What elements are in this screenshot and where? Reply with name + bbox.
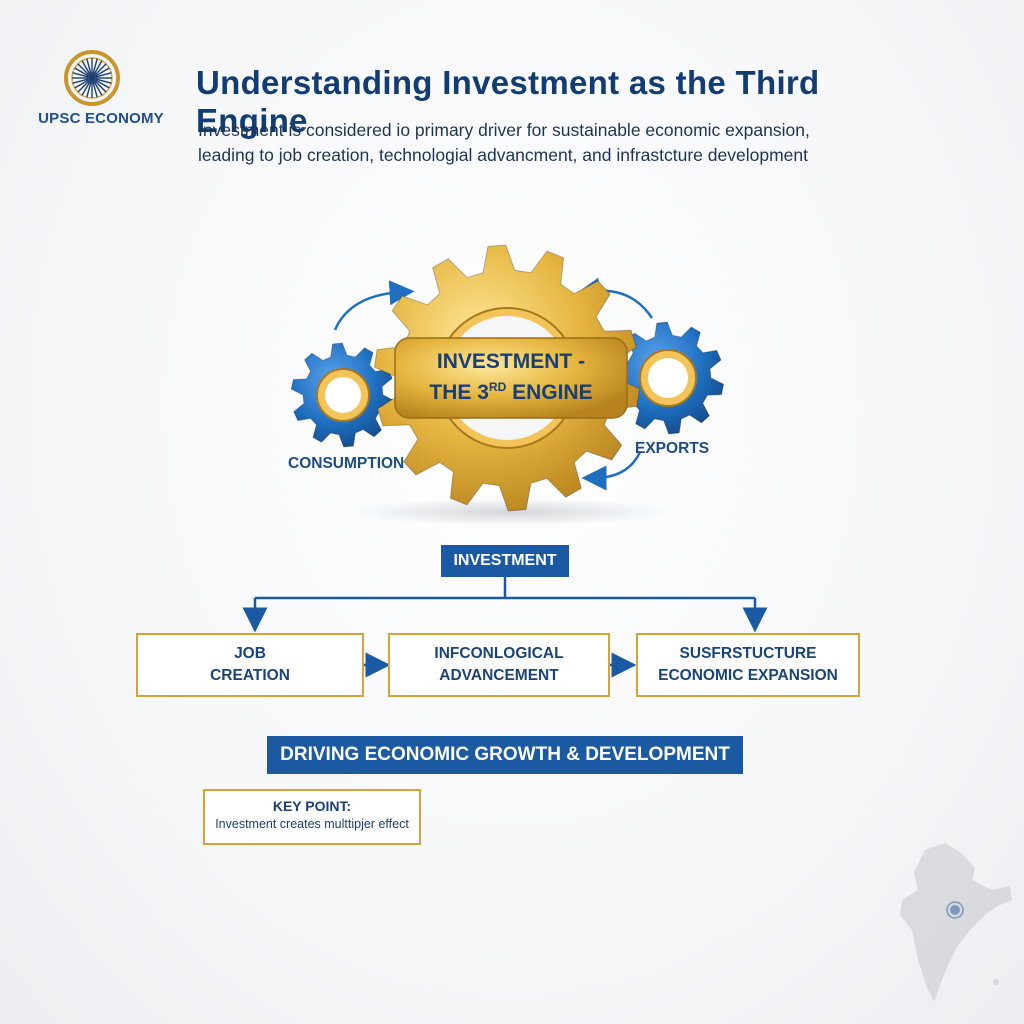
brand-name: UPSC ECONOMY — [38, 110, 164, 127]
subtitle-line-1: Investment is considered io primary driv… — [198, 120, 810, 140]
key-point-box: KEY POINT: Investment creates multtipjer… — [203, 789, 421, 845]
exports-gear-icon — [611, 321, 725, 435]
outcome-1-line2: CREATION — [210, 667, 290, 684]
outcome-1-line1: JOB — [234, 645, 266, 662]
center-line2-sup: RD — [488, 380, 507, 394]
outcome-3-line1: SUSFRSTUCTURE — [679, 645, 817, 662]
outcome-3-line2: ECONOMIC EXPANSION — [658, 667, 838, 684]
key-point-heading: KEY POINT: — [272, 798, 352, 814]
outcome-2-line1: INFCONLOGICAL — [434, 645, 564, 662]
consumption-label: CONSUMPTION — [288, 455, 405, 472]
page-subtitle: Investment is considered io primary driv… — [198, 118, 898, 168]
logo — [62, 48, 172, 113]
investment-root-box: INVESTMENT — [441, 545, 569, 577]
outcome-economic-expansion: SUSFRSTUCTURE ECONOMIC EXPANSION — [636, 633, 860, 697]
outcome-job-creation: JOB CREATION — [136, 633, 364, 697]
key-point-text: Investment creates multtipjer effect — [215, 817, 409, 831]
consumption-gear-icon — [290, 342, 396, 448]
ashoka-chakra-icon — [64, 50, 120, 106]
center-gear-title: INVESTMENT - — [436, 350, 586, 373]
outcome-2-line2: ADVANCEMENT — [439, 667, 559, 684]
india-map-icon — [900, 843, 1012, 1002]
gear-shadow — [350, 498, 670, 526]
exports-label: EXPORTS — [635, 440, 710, 457]
center-plate — [394, 337, 628, 419]
page-title: Understanding Investment as the Third En… — [196, 64, 820, 139]
center-gear-subtitle: THE 3RD ENGINE — [411, 380, 611, 405]
outcome-technological-advancement: INFCONLOGICAL ADVANCEMENT — [388, 633, 610, 697]
subtitle-line-2: leading to job creation, technologial ad… — [198, 145, 808, 165]
growth-banner: DRIVING ECONOMIC GROWTH & DEVELOPMENT — [267, 736, 743, 774]
arrow-bottom-right — [581, 451, 642, 491]
center-line2-suffix: ENGINE — [506, 381, 593, 404]
center-line2-prefix: THE 3 — [429, 381, 489, 404]
arrow-top-left — [333, 280, 415, 331]
